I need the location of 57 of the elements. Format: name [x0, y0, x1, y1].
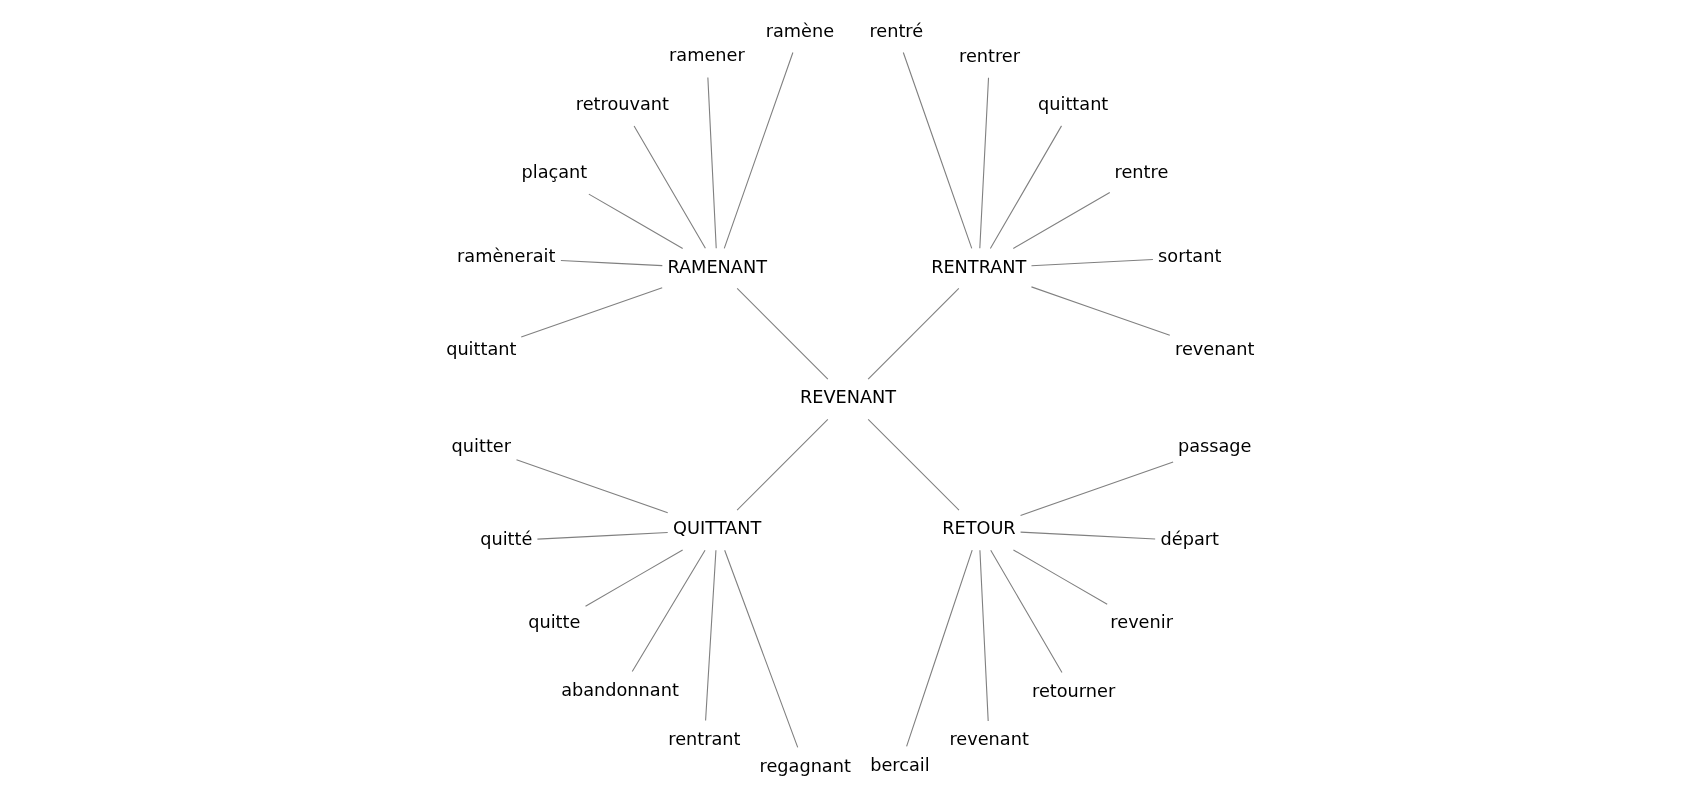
node-text: revenir [1109, 612, 1173, 633]
connector [1030, 259, 1153, 267]
connector [1012, 549, 1108, 605]
node-text: REVENANT [799, 387, 896, 408]
node-text: passage [1177, 435, 1251, 456]
connector [989, 125, 1062, 250]
connector [1019, 461, 1174, 516]
node-text: RENTRANT [930, 256, 1026, 277]
node-text: quittant [1037, 93, 1108, 114]
connector [736, 418, 828, 511]
node-text: quitté [479, 528, 532, 549]
node-text: sortant [1157, 245, 1221, 266]
node-text: ramènerait [456, 245, 555, 266]
node-text: quitte [527, 612, 580, 633]
connector [536, 531, 668, 540]
node-text: ramène [765, 20, 834, 41]
node-text: ramener [668, 45, 745, 66]
node-text: rentrer [958, 45, 1020, 66]
connector [905, 549, 973, 747]
node-text: retrouvant [575, 94, 669, 115]
connector [559, 259, 663, 267]
connector [867, 287, 959, 380]
connector [704, 549, 716, 721]
connector [520, 287, 663, 338]
node-text: revenant [948, 729, 1029, 750]
connector [867, 418, 959, 511]
connector [902, 52, 972, 249]
connector [723, 51, 793, 249]
node-text: revenant [1174, 339, 1254, 360]
connector [587, 193, 683, 249]
connector [736, 287, 828, 380]
node-text: RAMENANT [666, 256, 767, 277]
connector [633, 125, 706, 249]
node-text: abandonnant [560, 680, 679, 701]
node-text: rentre [1114, 162, 1168, 183]
node-text: rentré [868, 20, 923, 41]
connector [706, 76, 717, 249]
node-text: quitter [451, 435, 511, 456]
node-text: retourner [1031, 680, 1115, 701]
node-text: plaçant [520, 162, 587, 183]
connector [584, 549, 683, 607]
connector [723, 549, 798, 748]
connector [989, 549, 1062, 673]
node-text: regagnant [759, 755, 851, 776]
node-text: bercail [869, 754, 930, 775]
connector [631, 549, 706, 672]
node-text: quittant [445, 339, 516, 360]
node-text: rentrant [667, 728, 740, 749]
connector [1030, 286, 1170, 336]
connector [515, 459, 668, 514]
node-text: RETOUR [941, 518, 1016, 539]
connector [1019, 531, 1156, 540]
connector [978, 77, 989, 249]
connector [978, 549, 989, 722]
connector [1012, 191, 1110, 249]
node-text: départ [1160, 528, 1219, 549]
node-text: QUITTANT [672, 518, 761, 539]
